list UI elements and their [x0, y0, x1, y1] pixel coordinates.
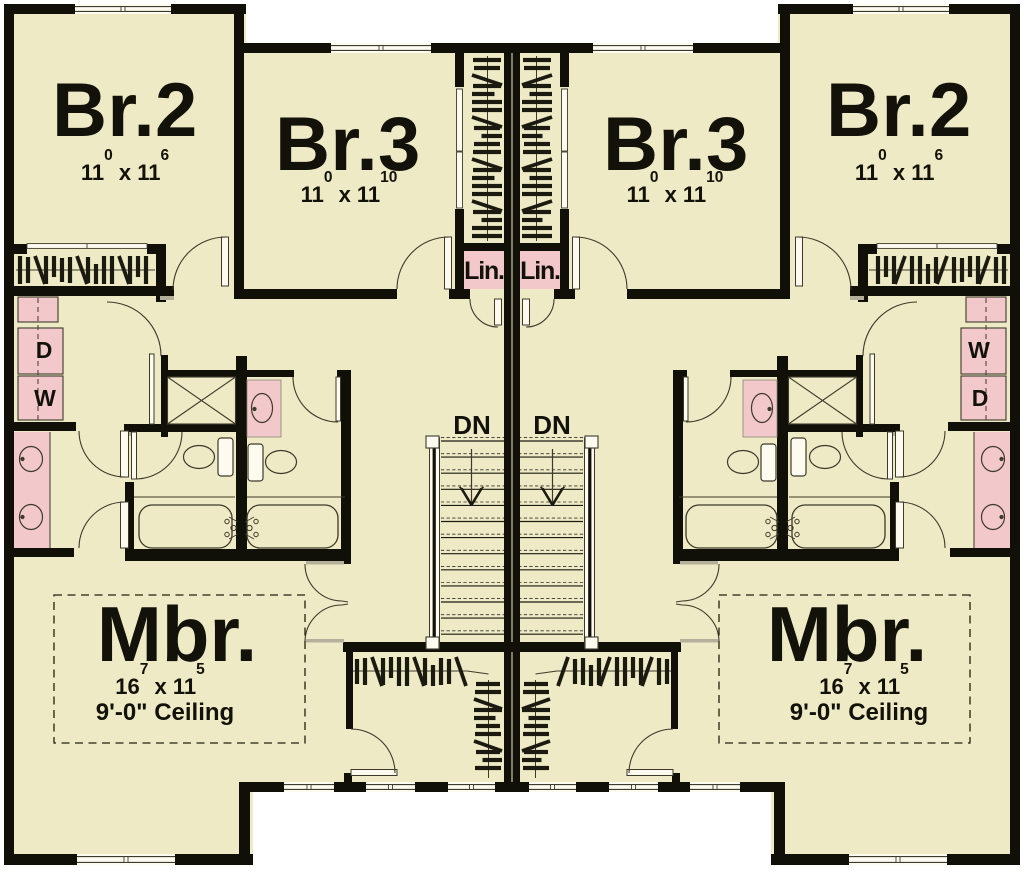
svg-text:DN: DN	[453, 410, 491, 440]
svg-text:110 x 116: 110 x 116	[81, 147, 170, 185]
svg-text:W: W	[968, 337, 990, 363]
svg-text:9'-0" Ceiling: 9'-0" Ceiling	[790, 699, 928, 726]
svg-text:Lin.: Lin.	[520, 257, 560, 285]
svg-text:Br.3: Br.3	[275, 102, 421, 187]
svg-text:110 x 116: 110 x 116	[855, 147, 944, 185]
svg-text:Br.3: Br.3	[603, 102, 749, 187]
svg-text:DN: DN	[533, 410, 571, 440]
svg-text:D: D	[972, 385, 989, 411]
svg-text:Mbr.: Mbr.	[767, 590, 927, 678]
svg-text:167 x 115: 167 x 115	[115, 661, 205, 699]
svg-text:D: D	[36, 337, 53, 363]
svg-text:110 x 1110: 110 x 1110	[301, 169, 398, 207]
svg-text:Br.2: Br.2	[52, 68, 198, 153]
svg-text:9'-0" Ceiling: 9'-0" Ceiling	[96, 699, 234, 726]
svg-text:110 x 1110: 110 x 1110	[627, 169, 724, 207]
svg-text:Lin.: Lin.	[464, 257, 504, 285]
svg-text:Br.2: Br.2	[826, 68, 972, 153]
svg-text:167 x 115: 167 x 115	[819, 661, 909, 699]
svg-text:W: W	[34, 385, 56, 411]
svg-text:Mbr.: Mbr.	[97, 590, 257, 678]
